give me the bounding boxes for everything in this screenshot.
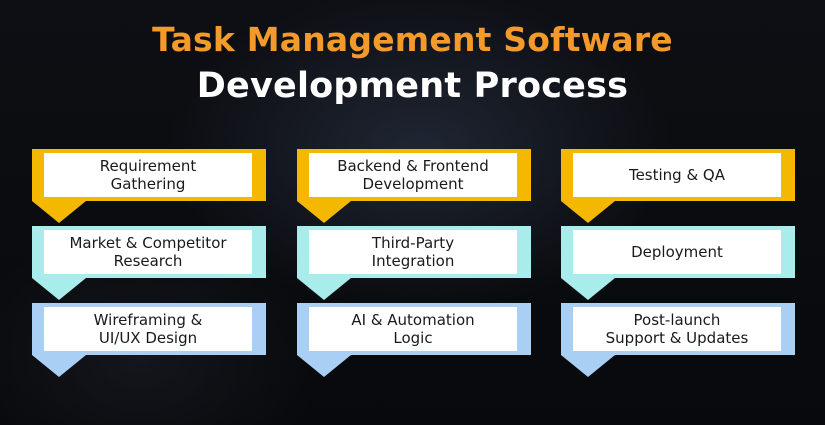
step-down-arrow xyxy=(561,278,615,300)
step-card: Requirement Gathering xyxy=(44,153,252,197)
step-label: Requirement Gathering xyxy=(99,157,197,193)
step-card: Market & Competitor Research xyxy=(44,230,252,274)
process-step: Deployment xyxy=(561,226,795,300)
step-down-arrow xyxy=(297,201,351,223)
step-card: Third-Party Integration xyxy=(309,230,517,274)
process-step: Requirement Gathering xyxy=(32,149,266,223)
step-label: Post-launch Support & Updates xyxy=(605,311,749,347)
step-label: AI & Automation Logic xyxy=(351,311,475,347)
step-label: Backend & Frontend Development xyxy=(337,157,489,193)
process-step: Third-Party Integration xyxy=(297,226,531,300)
process-step: Backend & Frontend Development xyxy=(297,149,531,223)
step-label: Wireframing & UI/UX Design xyxy=(93,311,203,347)
step-card: Testing & QA xyxy=(573,153,781,197)
process-step: AI & Automation Logic xyxy=(297,303,531,377)
step-label: Third-Party Integration xyxy=(371,234,455,270)
step-down-arrow xyxy=(297,278,351,300)
process-step: Market & Competitor Research xyxy=(32,226,266,300)
step-card: Wireframing & UI/UX Design xyxy=(44,307,252,351)
step-down-arrow xyxy=(561,201,615,223)
step-label: Market & Competitor Research xyxy=(69,234,227,270)
step-down-arrow xyxy=(32,355,86,377)
step-down-arrow xyxy=(32,201,86,223)
process-step: Wireframing & UI/UX Design xyxy=(32,303,266,377)
step-label: Testing & QA xyxy=(628,166,726,184)
process-step: Post-launch Support & Updates xyxy=(561,303,795,377)
process-step: Testing & QA xyxy=(561,149,795,223)
step-card: Backend & Frontend Development xyxy=(309,153,517,197)
title-line-2: Development Process xyxy=(196,66,629,106)
step-down-arrow xyxy=(32,278,86,300)
step-down-arrow xyxy=(561,355,615,377)
step-card: Deployment xyxy=(573,230,781,274)
step-label: Deployment xyxy=(631,243,723,261)
step-down-arrow xyxy=(297,355,351,377)
step-card: AI & Automation Logic xyxy=(309,307,517,351)
step-card: Post-launch Support & Updates xyxy=(573,307,781,351)
title-line-1: Task Management Software xyxy=(152,20,673,59)
